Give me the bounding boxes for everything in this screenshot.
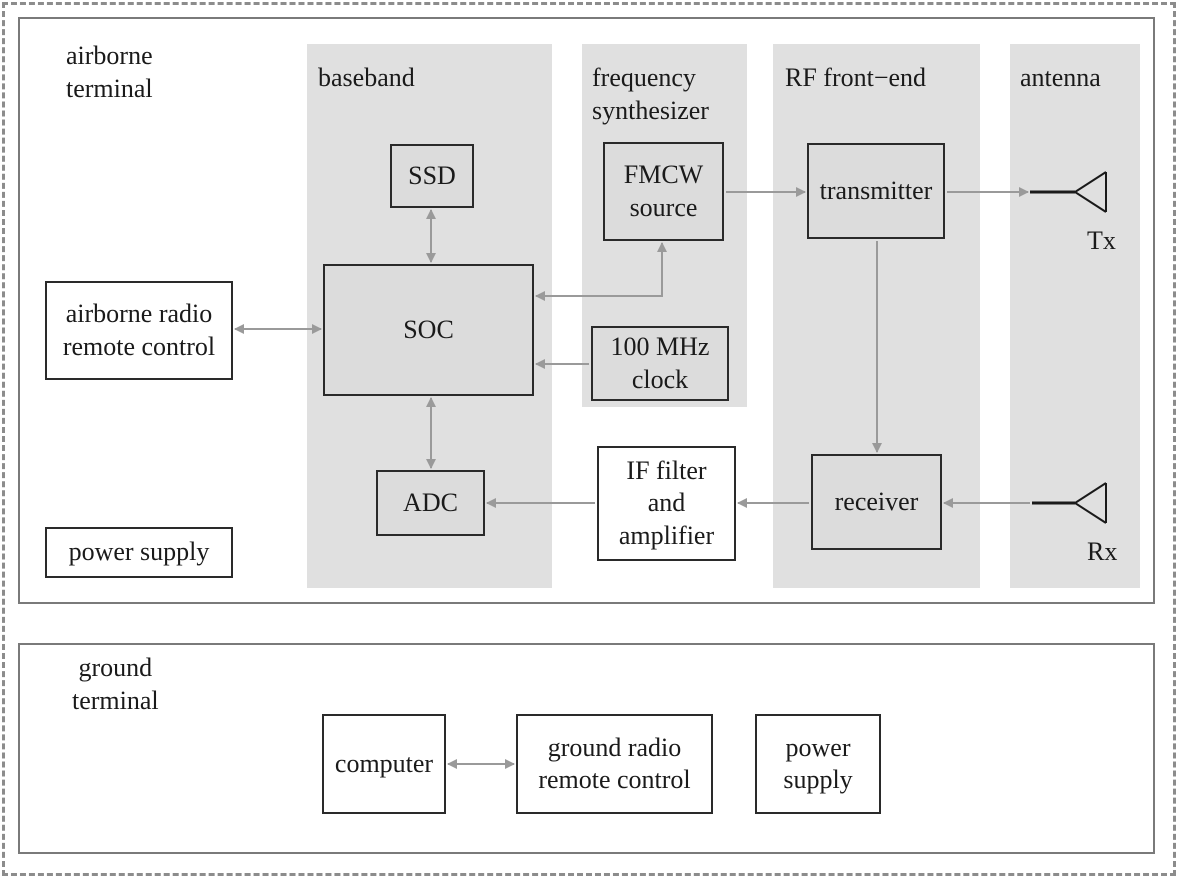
- airborne-terminal-frame: [18, 17, 1155, 604]
- tx-label: Tx: [1087, 226, 1116, 255]
- airborne-power-supply-block: power supply: [45, 527, 233, 578]
- ground-terminal-label: ground terminal: [72, 653, 159, 715]
- baseband-column-label: baseband: [318, 63, 415, 92]
- clock-block: 100 MHz clock: [591, 326, 729, 401]
- receiver-block: receiver: [811, 454, 942, 550]
- rf-frontend-column-label: RF front−end: [785, 63, 927, 92]
- soc-fmcw-arrow: [535, 242, 667, 301]
- synthesizer-column-label: frequency synthesizer: [592, 63, 709, 125]
- ground-radio-remote-control-block: ground radio remote control: [516, 714, 713, 814]
- fmcw-source-block: FMCW source: [603, 142, 724, 241]
- soc-block: SOC: [323, 264, 534, 396]
- rx-antenna-symbol: [1032, 482, 1107, 524]
- ssd-block: SSD: [390, 144, 474, 208]
- rx-label: Rx: [1087, 537, 1118, 566]
- ground-power-supply-block: power supply: [755, 714, 881, 814]
- tx-antenna-symbol: [1030, 171, 1107, 213]
- antenna-column-label: antenna: [1020, 63, 1101, 92]
- antenna-column: [1010, 44, 1140, 588]
- airborne-terminal-label: airborne terminal: [66, 41, 153, 103]
- computer-block: computer: [322, 714, 446, 814]
- adc-block: ADC: [376, 470, 485, 536]
- airborne-radio-remote-control-block: airborne radio remote control: [45, 281, 233, 380]
- if-filter-amplifier-block: IF filter and amplifier: [597, 446, 736, 561]
- ground-terminal-frame: [18, 643, 1155, 854]
- transmitter-block: transmitter: [807, 143, 945, 239]
